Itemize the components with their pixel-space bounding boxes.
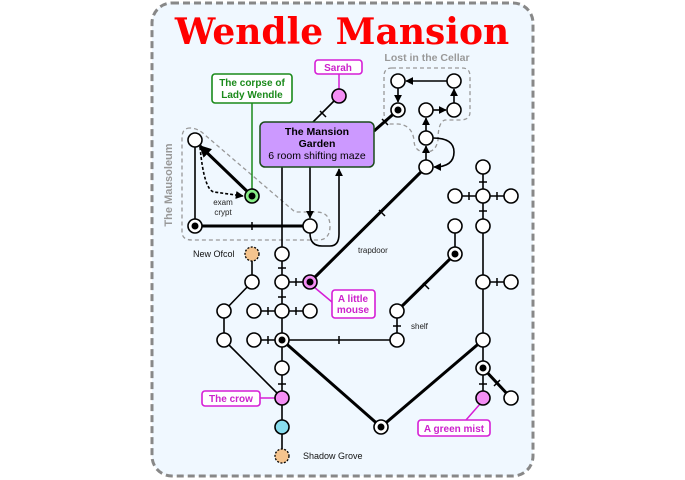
corpse-label-box bbox=[211, 73, 293, 104]
room-node[interactable] bbox=[302, 218, 318, 234]
region-cellar-label: Lost in the Cellar bbox=[384, 52, 469, 64]
mouse-label-2: mouse bbox=[337, 305, 370, 316]
shadow-grove-exit[interactable] bbox=[274, 448, 290, 464]
sarah-label: Sarah bbox=[324, 63, 352, 74]
map-title: Wendle Mansion bbox=[174, 11, 509, 53]
sarah-node[interactable] bbox=[331, 88, 347, 104]
garden-title-2: Garden bbox=[299, 138, 336, 150]
corpse-label-2: Lady Wendle bbox=[221, 90, 283, 101]
map-frame bbox=[150, 1, 535, 478]
garden-subtitle: 6 room shifting maze bbox=[268, 150, 366, 162]
region-mausoleum bbox=[181, 127, 331, 241]
mist-node[interactable] bbox=[475, 390, 491, 406]
shadow-grove-label: Shadow Grove bbox=[303, 451, 363, 461]
shelf-label: shelf bbox=[411, 322, 429, 331]
exam-crypt-label-2: crypt bbox=[214, 208, 232, 217]
region-mausoleum-label: The Mausoleum bbox=[163, 143, 175, 226]
sarah-label-box bbox=[314, 59, 363, 75]
crow-label: The crow bbox=[209, 394, 253, 405]
exam-crypt-label-1: exam bbox=[213, 198, 233, 207]
new-ofcol-exit[interactable] bbox=[244, 246, 260, 262]
crow-node[interactable] bbox=[274, 390, 290, 406]
crow-label-box bbox=[201, 390, 261, 407]
mouse-label-1: A little bbox=[338, 294, 369, 305]
mist-label-box bbox=[417, 419, 491, 437]
room-node[interactable] bbox=[187, 132, 203, 148]
start-node[interactable] bbox=[274, 419, 290, 435]
rooms bbox=[187, 73, 519, 464]
mouse-label-box bbox=[331, 289, 376, 319]
corpse-label-1: The corpse of bbox=[219, 78, 285, 89]
trapdoor-label: trapdoor bbox=[358, 246, 388, 255]
new-ofcol-label: New Ofcol bbox=[193, 249, 235, 259]
garden-node[interactable]: The Mansion Garden 6 room shifting maze bbox=[259, 121, 375, 168]
mist-label: A green mist bbox=[424, 424, 485, 435]
garden-title-1: The Mansion bbox=[285, 126, 349, 138]
